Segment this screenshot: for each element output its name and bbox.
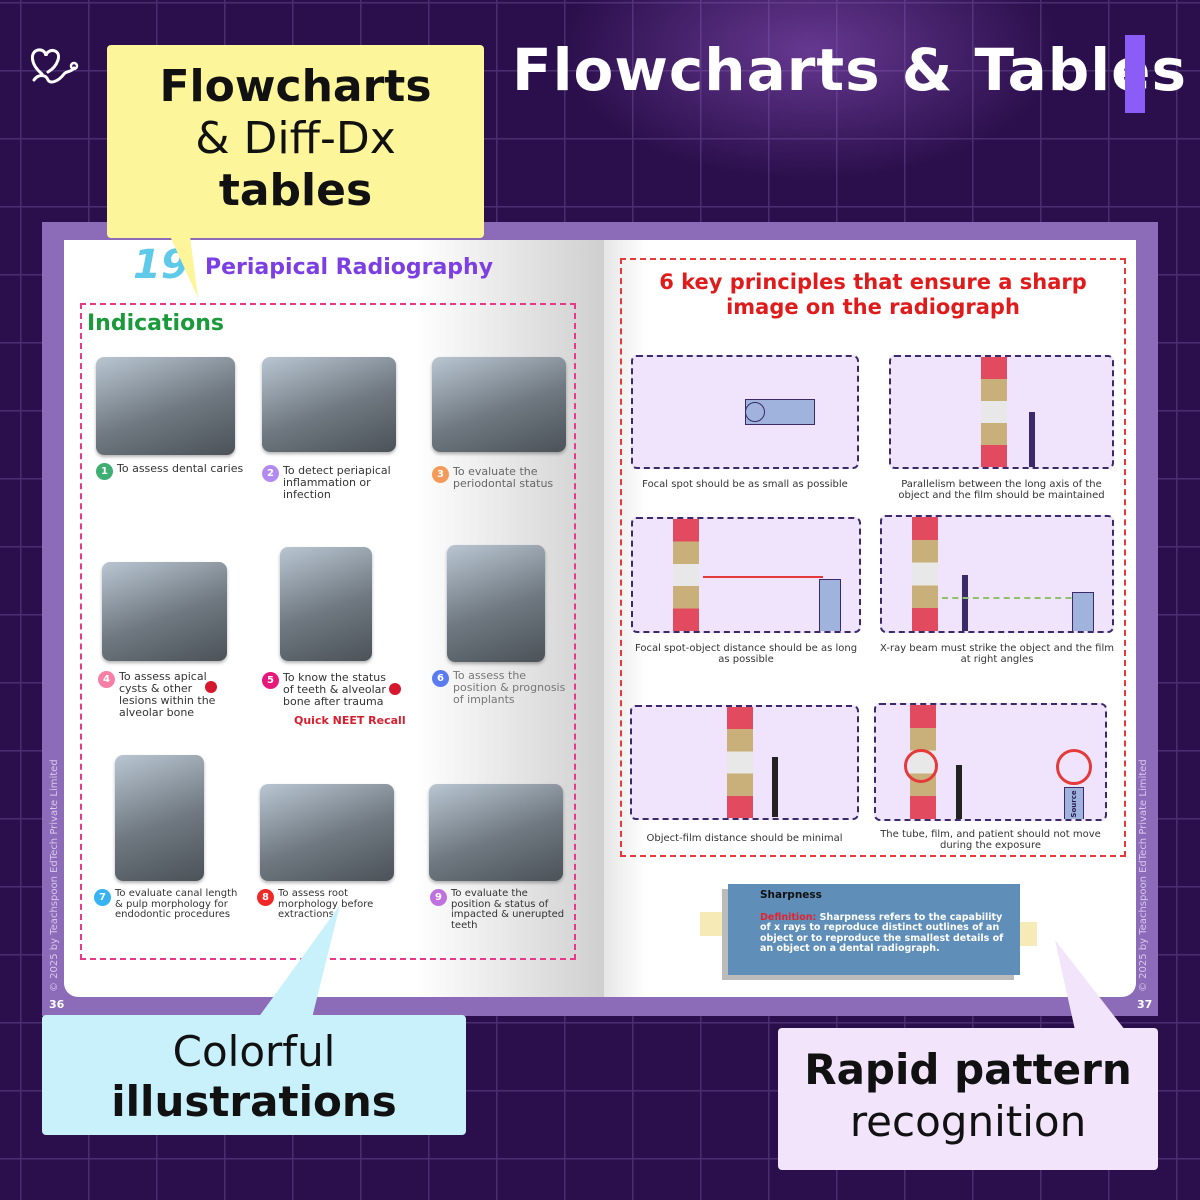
principle-diagram-5: [630, 705, 859, 820]
page-number-right: 37: [1137, 998, 1153, 1011]
pattern-recognition-callout: Rapid pattern recognition: [778, 1028, 1158, 1170]
definition-label: Definition:: [760, 911, 817, 923]
sharpness-note: Sharpness Definition: Sharpness refers t…: [728, 884, 1020, 975]
page-number-left: 36: [49, 998, 65, 1011]
xray-tube-icon: [819, 579, 841, 631]
principle-caption: Focal spot-object distance should be as …: [634, 643, 858, 665]
callout-line: & Diff-Dx: [195, 113, 396, 164]
callout-line: tables: [218, 165, 373, 216]
copyright-left: © 2025 by Teachspoon EdTech Private Limi…: [49, 759, 60, 992]
note-heading: Sharpness: [760, 889, 822, 901]
copyright-right: © 2025 by Teachspoon EdTech Private Limi…: [1138, 759, 1149, 992]
page-heading: Flowcharts & Tables: [512, 36, 1188, 104]
prohibited-icon: [1056, 749, 1092, 785]
accent-bar: [1125, 35, 1145, 113]
number-badge: 9: [430, 889, 447, 906]
xray-image-3: [432, 357, 566, 452]
xray-image-9: [429, 784, 563, 881]
film-icon: [772, 757, 778, 817]
film-icon: [1029, 412, 1035, 467]
tooth-icon: [981, 357, 1007, 467]
number-badge: 2: [262, 465, 279, 482]
number-badge: 1: [96, 463, 113, 480]
indication-text: To know the status of teeth & alveolar b…: [283, 671, 386, 708]
prohibited-icon: [904, 749, 938, 783]
principle-caption: The tube, film, and patient should not m…: [880, 829, 1101, 851]
tooth-icon: [727, 707, 753, 818]
xray-beam-line: [942, 597, 1092, 599]
principle-caption: X-ray beam must strike the object and th…: [880, 643, 1115, 665]
callout-line: Rapid pattern: [804, 1045, 1132, 1094]
principles-box: [620, 258, 1126, 857]
flowcharts-callout: Flowcharts & Diff-Dx tables: [107, 45, 484, 238]
indication-text: To detect periapical inflammation or inf…: [283, 464, 391, 501]
principle-caption: Parallelism between the long axis of the…: [898, 479, 1105, 501]
callout-line: Flowcharts: [159, 61, 432, 112]
indication-text: To evaluate the position & status of imp…: [451, 888, 565, 931]
number-badge: 5: [262, 672, 279, 689]
callout-line: illustrations: [111, 1077, 397, 1126]
focal-spot-icon: [745, 402, 765, 422]
callout-line: Colorful: [172, 1027, 336, 1076]
number-badge: 8: [257, 889, 274, 906]
number-badge: 6: [432, 670, 449, 687]
principle-caption: Focal spot should be as small as possibl…: [642, 479, 848, 490]
film-icon: [962, 575, 968, 631]
illustrations-callout: Colorful illustrations: [42, 1015, 466, 1135]
indication-text: To evaluate canal length & pulp morpholo…: [115, 888, 238, 920]
pin-icon: [205, 681, 217, 693]
xray-image-8: [260, 784, 394, 881]
xray-image-4: [102, 562, 227, 661]
source-label: Source: [1070, 790, 1078, 818]
xray-image-2: [262, 357, 396, 452]
principle-caption: Object-film distance should be minimal: [646, 833, 843, 844]
number-badge: 4: [98, 671, 115, 688]
quick-neet-recall-label: Quick NEET Recall: [294, 714, 406, 727]
principle-diagram-1: [631, 355, 859, 469]
xray-image-7: [115, 755, 204, 881]
section-heading: Indications: [87, 311, 224, 336]
tooth-icon: [673, 519, 699, 631]
principle-diagram-6: Source: [874, 703, 1107, 821]
pin-icon: [389, 683, 401, 695]
title-line: 6 key principles that ensure a sharp: [659, 270, 1087, 294]
indication-text: To assess apical cysts & other lesions w…: [119, 670, 216, 719]
heart-stethoscope-icon: [31, 48, 79, 84]
film-icon: [956, 765, 962, 819]
title-line: image on the radiograph: [726, 295, 1020, 319]
number-badge: 7: [94, 889, 111, 906]
number-badge: 3: [432, 466, 449, 483]
principle-diagram-3: [631, 517, 861, 633]
distance-arrow: [703, 576, 823, 578]
xray-image-6: [447, 545, 545, 662]
callout-line: recognition: [849, 1097, 1087, 1146]
indication-text: To assess the position & prognosis of im…: [453, 669, 566, 706]
indication-item: 1 To assess dental caries: [96, 463, 246, 480]
xray-image-1: [96, 357, 235, 455]
definition-text: Sharpness refers to the capability of x …: [760, 911, 1004, 954]
indication-text: To assess root morphology before extract…: [278, 888, 374, 920]
indication-text: To evaluate the periodontal status: [453, 465, 554, 490]
principle-diagram-4: [880, 515, 1114, 633]
xray-tube-icon: [1072, 592, 1094, 631]
chapter-title: Periapical Radiography: [205, 255, 494, 280]
background-glow: [560, 0, 1060, 180]
xray-image-5: [280, 547, 372, 661]
principle-diagram-2: [889, 355, 1114, 469]
indication-text: To assess dental caries: [117, 462, 244, 475]
chapter-number: 19: [133, 242, 189, 288]
xray-tube-icon: Source: [1064, 787, 1084, 819]
tooth-icon: [912, 517, 938, 631]
